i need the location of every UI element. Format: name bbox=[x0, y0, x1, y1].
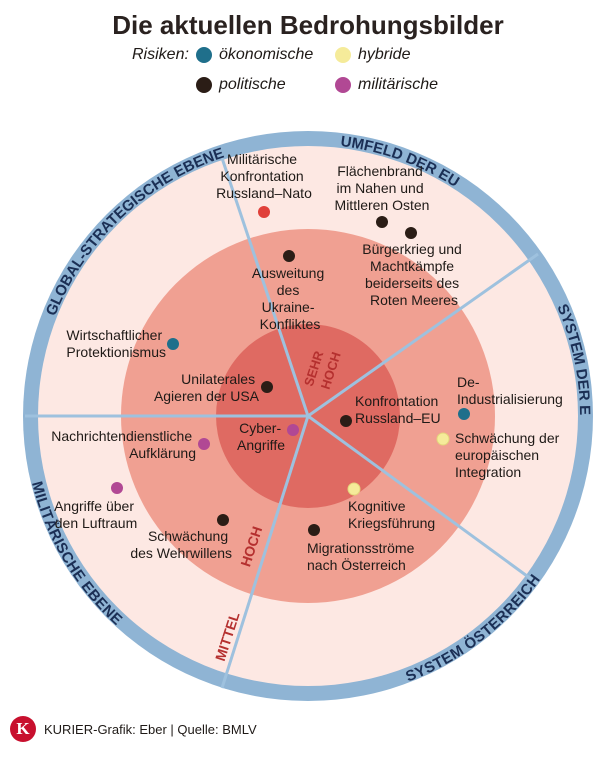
threat-militaerische-konfrontation: Militärische Konfrontation Russland–Nato bbox=[216, 151, 312, 218]
threat-label: Schwächung des Wehrwillens bbox=[130, 528, 232, 561]
legend-item-hybride: hybride bbox=[335, 46, 410, 64]
sector-dividers bbox=[25, 157, 539, 689]
threat-label: Kognitive Kriegsführung bbox=[348, 498, 435, 531]
threat-dot bbox=[376, 216, 388, 228]
threat-label: Ausweitung des Ukraine- Konfliktes bbox=[252, 265, 328, 332]
legend-dot bbox=[196, 77, 212, 93]
footer: K KURIER-Grafik: Eber | Quelle: BMLV bbox=[10, 716, 257, 742]
threat-dot bbox=[308, 524, 320, 536]
threat-dot bbox=[167, 338, 179, 350]
threat-protektionismus: Wirtschaftlicher Protektionismus bbox=[66, 327, 179, 360]
legend-title: Risiken: bbox=[132, 46, 189, 63]
threat-dot bbox=[111, 482, 123, 494]
threat-dot bbox=[405, 227, 417, 239]
threat-deindustrialisierung: De- Industrialisierung bbox=[457, 374, 563, 420]
threat-dot bbox=[436, 432, 450, 446]
threat-cyberangriffe: Cyber- Angriffe bbox=[237, 420, 299, 453]
threat-dot bbox=[217, 514, 229, 526]
threat-label: Cyber- Angriffe bbox=[237, 420, 285, 453]
threat-label: De- Industrialisierung bbox=[457, 374, 563, 407]
threat-label: Konfrontation Russland–EU bbox=[355, 393, 442, 426]
threat-buergerkrieg: Bürgerkrieg und Machtkämpfe beiderseits … bbox=[362, 227, 466, 308]
threat-label: Militärische Konfrontation Russland–Nato bbox=[216, 151, 312, 201]
threat-dot bbox=[283, 250, 295, 262]
page-title: Die aktuellen Bedrohungsbilder bbox=[112, 10, 504, 40]
legend-dot bbox=[335, 47, 351, 63]
threat-ukraine-konflikt: Ausweitung des Ukraine- Konfliktes bbox=[252, 250, 328, 332]
footer-credit: KURIER-Grafik: Eber | Quelle: BMLV bbox=[44, 721, 257, 737]
threat-label: Bürgerkrieg und Machtkämpfe beiderseits … bbox=[362, 241, 466, 308]
legend-item-label: militärische bbox=[358, 76, 439, 93]
threat-nachrichtendienst: Nachrichtendienstliche Aufklärung bbox=[51, 428, 210, 461]
legend-item-oekonomische: ökonomische bbox=[196, 46, 313, 64]
threat-label: Nachrichtendienstliche Aufklärung bbox=[51, 428, 196, 461]
threat-schwaechung-integration: Schwächung der europäischen Integration bbox=[436, 430, 563, 480]
divider-line bbox=[307, 414, 539, 586]
legend-item-label: ökonomische bbox=[219, 46, 314, 63]
legend-dot bbox=[196, 47, 212, 63]
threat-luftraum: Angriffe über den Luftraum bbox=[54, 482, 138, 531]
divider-line bbox=[220, 157, 310, 417]
threat-label: Flächenbrand im Nahen und Mittleren Oste… bbox=[335, 163, 430, 213]
threat-label: Angriffe über den Luftraum bbox=[54, 498, 138, 531]
threat-migration: Migrationsströme nach Österreich bbox=[307, 524, 418, 573]
divider-line bbox=[220, 415, 310, 689]
legend-item-politische: politische bbox=[196, 76, 286, 94]
threat-dot bbox=[287, 424, 299, 436]
threat-dot bbox=[458, 408, 470, 420]
threat-dot bbox=[261, 381, 273, 393]
threat-dot bbox=[258, 206, 270, 218]
legend-item-label: hybride bbox=[358, 46, 411, 63]
legend-item-militaerische: militärische bbox=[335, 76, 438, 94]
threat-flaechenbrand: Flächenbrand im Nahen und Mittleren Oste… bbox=[335, 163, 430, 228]
threat-label: Schwächung der europäischen Integration bbox=[455, 430, 563, 480]
legend-item-label: politische bbox=[219, 76, 286, 93]
threat-dot bbox=[347, 482, 361, 496]
legend-dot bbox=[335, 77, 351, 93]
threat-dot bbox=[198, 438, 210, 450]
kurier-logo: K bbox=[10, 716, 36, 742]
divider-line bbox=[307, 252, 539, 418]
threat-kognitive-kriegsfuehrung: Kognitive Kriegsführung bbox=[347, 482, 435, 531]
threat-usa: Unilaterales Agieren der USA bbox=[154, 371, 273, 404]
threat-wehrwille: Schwächung des Wehrwillens bbox=[130, 514, 232, 561]
threat-label: Unilaterales Agieren der USA bbox=[154, 371, 260, 404]
threat-label: Migrationsströme nach Österreich bbox=[307, 540, 418, 573]
threat-label: Wirtschaftlicher Protektionismus bbox=[66, 327, 166, 360]
threat-dot bbox=[340, 415, 352, 427]
threat-konfrontation-russland-eu: Konfrontation Russland–EU bbox=[340, 393, 442, 427]
